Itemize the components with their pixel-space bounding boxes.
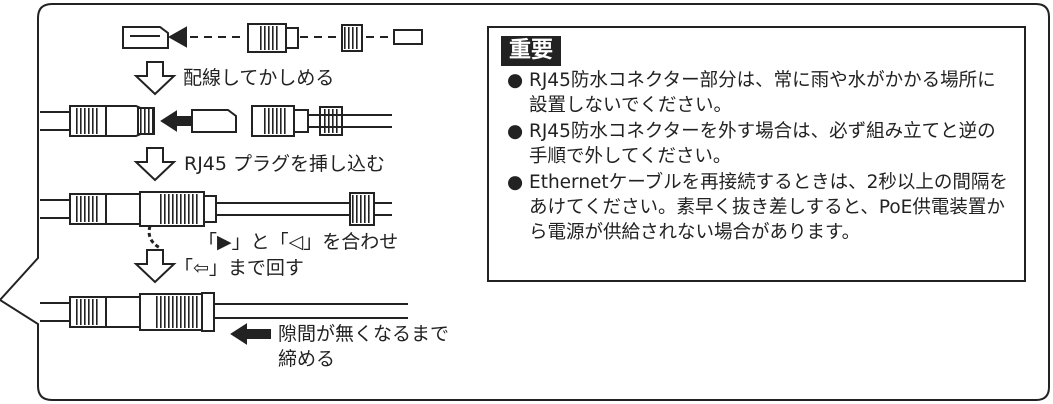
step4-label-line1: 隙間が無くなるまで [278,323,450,345]
arrow-down-icon [133,61,177,284]
rotate-arrow-icon [147,225,161,250]
note-item-text: RJ45防水コネクターを外す場合は、必ず組み立てと逆の手順で外してください。 [529,121,996,167]
arrow-left-icon [160,110,177,132]
step3-label-line1: 「▶」と「◁」を合わせ [198,231,399,253]
bullet-icon: ● [507,70,524,91]
cable-end [393,29,423,45]
callout-border [0,3,1050,401]
step1-label: 配線してかしめる [183,67,335,89]
note-item-text: Ethernetケーブルを再接続するときは、2秒以上の間隔をあけてください。素早… [529,172,1008,243]
step4-label-line2: 締める [278,348,336,370]
row4-assembly [40,292,408,345]
important-note-box: 重要 ●RJ45防水コネクター部分は、常に雨や水がかかる場所に設置しないでくださ… [487,26,1026,282]
note-item: ●RJ45防水コネクターを外す場合は、必ず組み立てと逆の手順で外してください。 [507,119,1014,169]
note-list: ●RJ45防水コネクター部分は、常に雨や水がかかる場所に設置しないでください。 … [507,68,1014,246]
note-heading: 重要 [501,36,562,66]
arrow-left-icon [167,26,187,48]
bullet-icon: ● [507,172,524,193]
note-item: ●RJ45防水コネクター部分は、常に雨や水がかかる場所に設置しないでください。 [507,68,1014,118]
note-item-text: RJ45防水コネクター部分は、常に雨や水がかかる場所に設置しないでください。 [529,70,996,116]
step3-label-line2: 「⇦」まで回す [174,257,304,279]
note-item: ●Ethernetケーブルを再接続するときは、2秒以上の間隔をあけてください。素… [507,170,1014,245]
row3-assembly [40,191,392,250]
step2-label: RJ45 プラグを挿し込む [184,153,386,175]
arrow-left-icon [230,323,247,345]
row2-assembly [40,105,392,137]
row1-parts [122,23,423,53]
plug-outline [122,26,169,49]
bullet-icon: ● [507,121,524,142]
